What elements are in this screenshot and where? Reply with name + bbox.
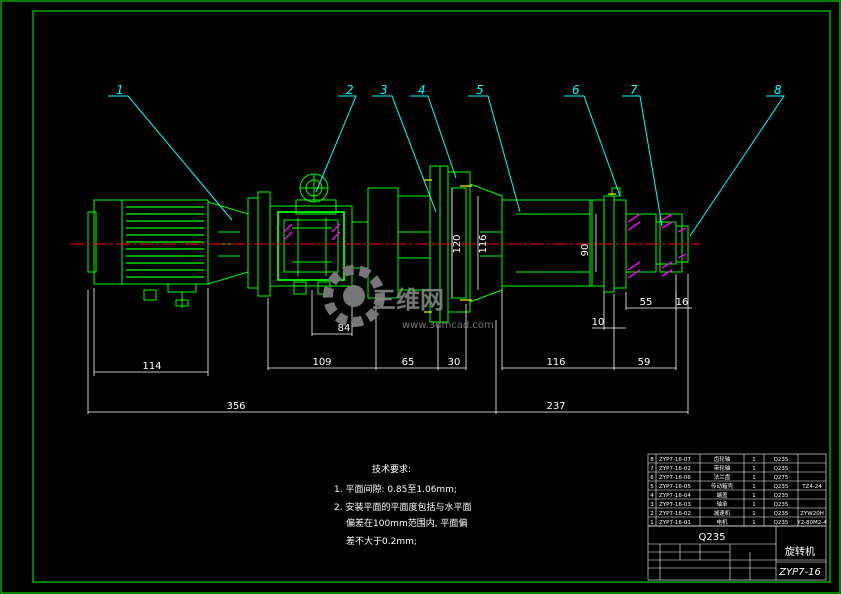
dim-116-vertical: 116	[478, 234, 489, 253]
parts-list-mat-cell: Q235	[774, 493, 789, 499]
parts-list-qty-cell: 1	[752, 502, 756, 508]
tech-line-3: 偏差在100mm范围内, 平面偏	[346, 517, 467, 529]
dim-90: 90	[580, 244, 591, 257]
parts-list-no-cell: 6	[650, 475, 654, 481]
transmission-housing	[469, 183, 605, 303]
drawing-number: ZYP7-16	[778, 567, 821, 578]
parts-list-note-cell: TZ4-24	[801, 484, 822, 490]
gear-reducer	[269, 173, 368, 295]
parts-list-code-cell: ZYP7-16-04	[659, 493, 691, 499]
watermark-url: www.3dmcad.com	[402, 320, 494, 331]
parts-list-no-cell: 2	[650, 511, 654, 517]
dim-59: 59	[638, 357, 651, 368]
parts-list-no-cell: 7	[650, 466, 654, 472]
watermark-text: 三维网	[372, 286, 444, 314]
parts-list-no-cell: 3	[650, 502, 654, 508]
section-hatching	[283, 213, 687, 279]
dim-109: 109	[312, 357, 331, 368]
callout-5: 5	[476, 83, 484, 97]
parts-list-mat-cell: Q235	[774, 466, 789, 472]
parts-list-no-cell: 4	[650, 493, 654, 499]
parts-list-code-cell: ZYP7-16-02	[659, 466, 691, 472]
parts-list-name-cell: 电机	[716, 518, 728, 526]
flange	[603, 187, 627, 293]
assembly-view	[87, 165, 689, 323]
callout-1: 1	[116, 83, 124, 97]
dim-10: 10	[592, 317, 605, 328]
parts-list-name-cell: 传动箱壳	[711, 482, 734, 490]
parts-list	[647, 453, 827, 527]
dim-30: 30	[448, 357, 461, 368]
title-block	[647, 525, 827, 581]
parts-list-qty-cell: 1	[752, 466, 756, 472]
parts-list-name-cell: 齿轮轴	[714, 455, 731, 463]
callout-8: 8	[774, 83, 782, 97]
dim-65: 65	[402, 357, 415, 368]
dim-116-horizontal: 116	[546, 357, 565, 368]
parts-list-qty-cell: 1	[752, 511, 756, 517]
parts-list-name-cell: 法兰盘	[714, 473, 731, 481]
parts-list-code-cell: ZYP7-16-06	[659, 475, 691, 481]
material-label: Q235	[699, 532, 726, 543]
parts-list-no-cell: 1	[650, 520, 654, 526]
parts-list-note-cell: ZYW20H	[800, 511, 824, 517]
parts-list-code-cell: ZYP7-16-01	[659, 520, 691, 526]
watermark: 三维网 www.3dmcad.com	[323, 265, 494, 331]
dimension-lines	[87, 188, 692, 414]
parts-list-no-cell: 5	[650, 484, 654, 490]
parts-list-qty-cell: 1	[752, 520, 756, 526]
parts-list-mat-cell: Q235	[774, 502, 789, 508]
parts-list-mat-cell: Q235	[774, 520, 789, 526]
callout-7: 7	[630, 83, 638, 97]
tech-line-2: 2. 安装平面的平面度包括与水平面	[334, 501, 471, 513]
parts-list-no-cell: 8	[650, 457, 654, 463]
dim-84: 84	[338, 323, 351, 334]
parts-list-mat-cell: Q235	[774, 511, 789, 517]
inner-frame	[32, 10, 831, 583]
title-block-texts: Q235 旋转机 ZYP7-16	[699, 532, 821, 578]
parts-list-code-cell: ZYP7-16-02	[659, 511, 691, 517]
dim-16-horizontal: 16	[676, 297, 689, 308]
drawing-title: 旋转机	[785, 545, 815, 558]
parts-list-qty-cell: 1	[752, 475, 756, 481]
dim-55: 55	[640, 297, 653, 308]
parts-list-mat-cell: Q275	[774, 475, 789, 481]
callout-numbers: 1 2 3 4 5 6 7 8	[116, 83, 782, 97]
tech-line-4: 差不大于0.2mm;	[346, 535, 417, 547]
parts-list-mat-cell: Q235	[774, 457, 789, 463]
parts-list-name-cell: 带轮轴	[714, 464, 731, 472]
parts-list-name-cell: 端盖	[716, 491, 728, 499]
output-shaft	[625, 213, 689, 273]
parts-list-code-cell: ZYP7-16-07	[659, 457, 691, 463]
callout-4: 4	[418, 83, 426, 97]
parts-list-mat-cell: Q235	[774, 484, 789, 490]
dim-114: 114	[142, 361, 161, 372]
callout-2: 2	[346, 83, 354, 97]
parts-list-note-cell: Y2-80M2-4	[796, 520, 827, 526]
parts-list-name-cell: 减速机	[714, 509, 731, 517]
parts-list-code-cell: ZYP7-16-05	[659, 484, 691, 490]
dim-237: 237	[546, 401, 565, 412]
parts-list-qty-cell: 1	[752, 493, 756, 499]
callout-leaders	[108, 95, 785, 237]
tech-heading: 技术要求:	[372, 463, 411, 475]
callout-3: 3	[380, 83, 388, 97]
callout-6: 6	[572, 83, 580, 97]
technical-requirements: 技术要求: 1. 平面间隙: 0.85至1.06mm; 2. 安装平面的平面度包…	[334, 463, 471, 547]
dim-356: 356	[226, 401, 245, 412]
tech-line-1: 1. 平面间隙: 0.85至1.06mm;	[334, 483, 457, 495]
parts-list-code-cell: ZYP7-16-03	[659, 502, 691, 508]
dimension-texts: 114 84 109 65 30 116 59 10 55 16 356 237…	[142, 234, 688, 412]
dim-120: 120	[452, 234, 463, 253]
parts-list-qty-cell: 1	[752, 484, 756, 490]
motor	[87, 191, 271, 308]
bolt-accents	[424, 179, 616, 313]
parts-list-qty-cell: 1	[752, 457, 756, 463]
parts-list-name-cell: 轴承	[716, 500, 728, 508]
